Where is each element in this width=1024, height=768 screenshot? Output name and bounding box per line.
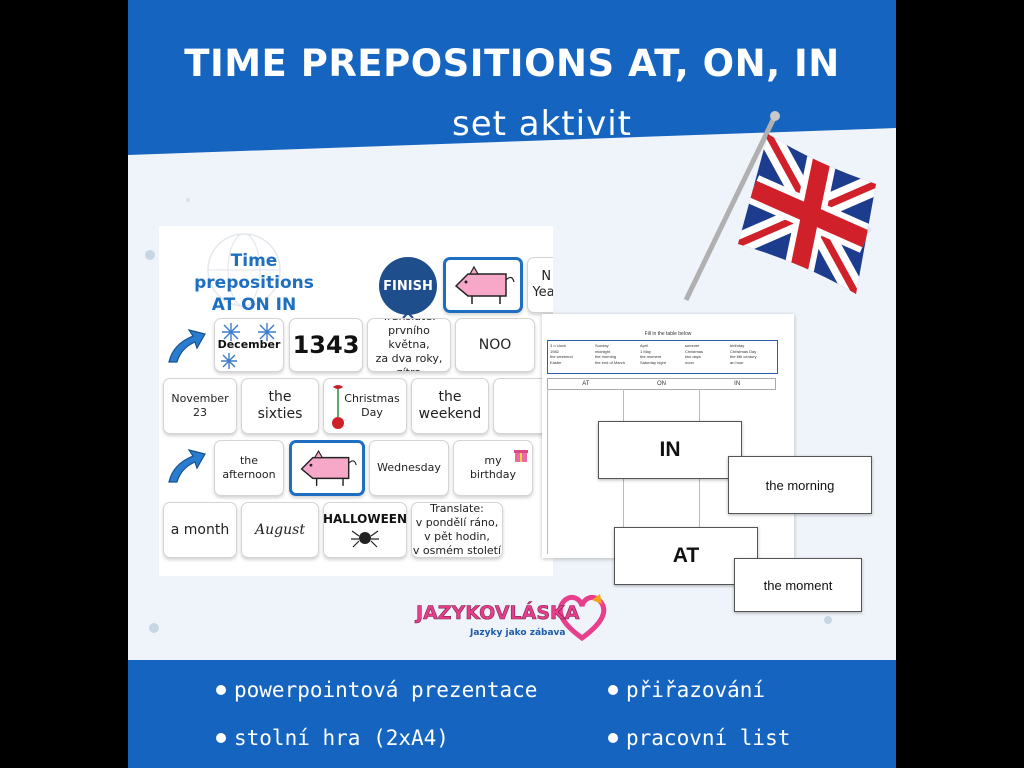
arrow-icon <box>168 449 206 483</box>
feature-label: pracovní list <box>626 726 791 750</box>
column-on: ON <box>656 381 666 387</box>
finish-label: FINISH <box>383 278 433 294</box>
card-a-month: a month <box>163 502 237 558</box>
heart-logo-icon <box>557 594 607 642</box>
card-the-weekend: the weekend <box>411 378 489 434</box>
worksheet-title: Fill in the table below <box>644 331 692 337</box>
jazykovlaska-logo: JAZYKOVLÁSKA Jazyky jako zábava <box>414 592 610 648</box>
word-bank-cell: the moment <box>640 354 662 359</box>
word-bank-cell: Christmas Day <box>730 348 757 354</box>
logo-brand: JAZYKOVLÁSKA <box>416 602 580 625</box>
word-bank-cell: noon <box>685 359 694 365</box>
piece-the-moment: the moment <box>734 558 862 612</box>
word-bank-cell: Christmas <box>685 348 704 354</box>
word-bank-cell: summer <box>685 343 700 348</box>
card-my-birthday: my birthday <box>453 440 533 496</box>
logo-tagline: Jazyky jako zábava <box>470 628 566 638</box>
feature-item: pracovní list <box>608 726 790 750</box>
bullet-icon <box>216 685 226 695</box>
christmas-ornament-icon <box>332 385 344 429</box>
piece-in: IN <box>598 421 742 479</box>
word-bank-cell: Easter <box>550 359 562 365</box>
card-noon: NOO <box>455 318 535 372</box>
card-christmas-day-label: Christmas Day <box>344 392 400 419</box>
card-halloween-label: HALLOWEEN <box>323 512 407 526</box>
card-august: August <box>241 502 319 558</box>
word-bank-cell: two days <box>685 354 701 359</box>
bullet-icon <box>608 685 618 695</box>
product-banner: TIME PREPOSITIONS AT, ON, IN set aktivit… <box>128 0 896 768</box>
word-bank-cell: Sunday <box>595 343 609 348</box>
word-bank-cell: 3 o`clock <box>550 343 567 348</box>
chevron-up-icon <box>402 311 414 319</box>
card-november-23: November 23 <box>163 378 237 434</box>
table-divider <box>547 389 548 554</box>
board-title-line-3: AT ON IN <box>211 295 297 315</box>
word-bank-cell: the 6th century <box>730 354 757 359</box>
board-game-preview: Time prepositions AT ON IN FINISH N Year <box>159 226 553 576</box>
feature-item: stolní hra (2xA4) <box>216 726 449 750</box>
card-translate-2: Translate: v pondělí ráno, v pět hodin, … <box>411 502 503 558</box>
card-christmas-day: Christmas Day <box>323 378 407 434</box>
word-bank-cell: 1 May <box>640 348 651 354</box>
word-bank: 3 o`clock Sunday April summer birthday 1… <box>550 343 775 365</box>
finish-badge: FINISH <box>379 257 437 315</box>
uk-flag-icon <box>683 111 876 302</box>
worksheet-table-header: AT ON IN <box>547 378 776 390</box>
feature-label: přiřazování <box>626 678 766 702</box>
card-december-label: December <box>217 338 281 351</box>
word-bank-cell: April <box>640 343 649 348</box>
word-bank-cell: the morning <box>595 354 617 359</box>
gift-icon <box>514 450 528 462</box>
board-title-line-2: prepositions <box>194 273 314 293</box>
pig-icon <box>300 449 357 486</box>
card-new-year: N Year <box>527 257 553 313</box>
feature-label: powerpointová prezentace <box>234 678 538 702</box>
bullet-icon <box>216 733 226 743</box>
pig-card-top <box>443 257 523 313</box>
word-bank-box <box>547 340 778 374</box>
page-subtitle: set aktivit <box>452 104 632 144</box>
bullet-icon <box>608 733 618 743</box>
word-bank-cell: an hour <box>730 359 744 365</box>
card-the-afternoon: the afternoon <box>214 440 284 496</box>
board-title-line-1: Time <box>230 251 278 271</box>
feature-item: přiřazování <box>608 678 765 702</box>
header-banner <box>128 0 896 155</box>
word-bank-cell: the end of March <box>595 359 626 365</box>
word-bank-cell: Saturday night <box>640 359 666 365</box>
card-the-sixties: the sixties <box>241 378 319 434</box>
page-title: TIME PREPOSITIONS AT, ON, IN <box>184 42 840 85</box>
feature-item: powerpointová prezentace <box>216 678 537 702</box>
features-footer: powerpointová prezentace přiřazování sto… <box>128 660 896 768</box>
feature-label: stolní hra (2xA4) <box>234 726 449 750</box>
pig-card-middle <box>289 440 365 496</box>
card-my-birthday-label: my birthday <box>469 454 517 481</box>
word-bank-cell: midnight <box>595 348 611 354</box>
piece-at: AT <box>614 527 758 585</box>
word-bank-cell: 1982 <box>550 348 559 354</box>
card-wednesday: Wednesday <box>369 440 449 496</box>
word-bank-cell: birthday <box>730 343 745 348</box>
card-halloween: HALLOWEEN <box>323 502 407 558</box>
card-december: December <box>214 318 284 372</box>
spider-icon <box>351 530 379 548</box>
globe-watermark-icon <box>207 233 281 307</box>
word-bank-cell: the weekend <box>550 354 573 359</box>
pig-icon <box>454 265 515 304</box>
piece-the-morning: the morning <box>728 456 872 514</box>
column-at: AT <box>582 381 590 387</box>
card-year-1343: 1343 <box>289 318 363 372</box>
column-in: IN <box>734 381 741 387</box>
snowflake-icon <box>221 323 276 369</box>
card-translate-1: Translate: prvního května, za dva roky, … <box>367 318 451 372</box>
arrow-icon <box>168 329 206 363</box>
